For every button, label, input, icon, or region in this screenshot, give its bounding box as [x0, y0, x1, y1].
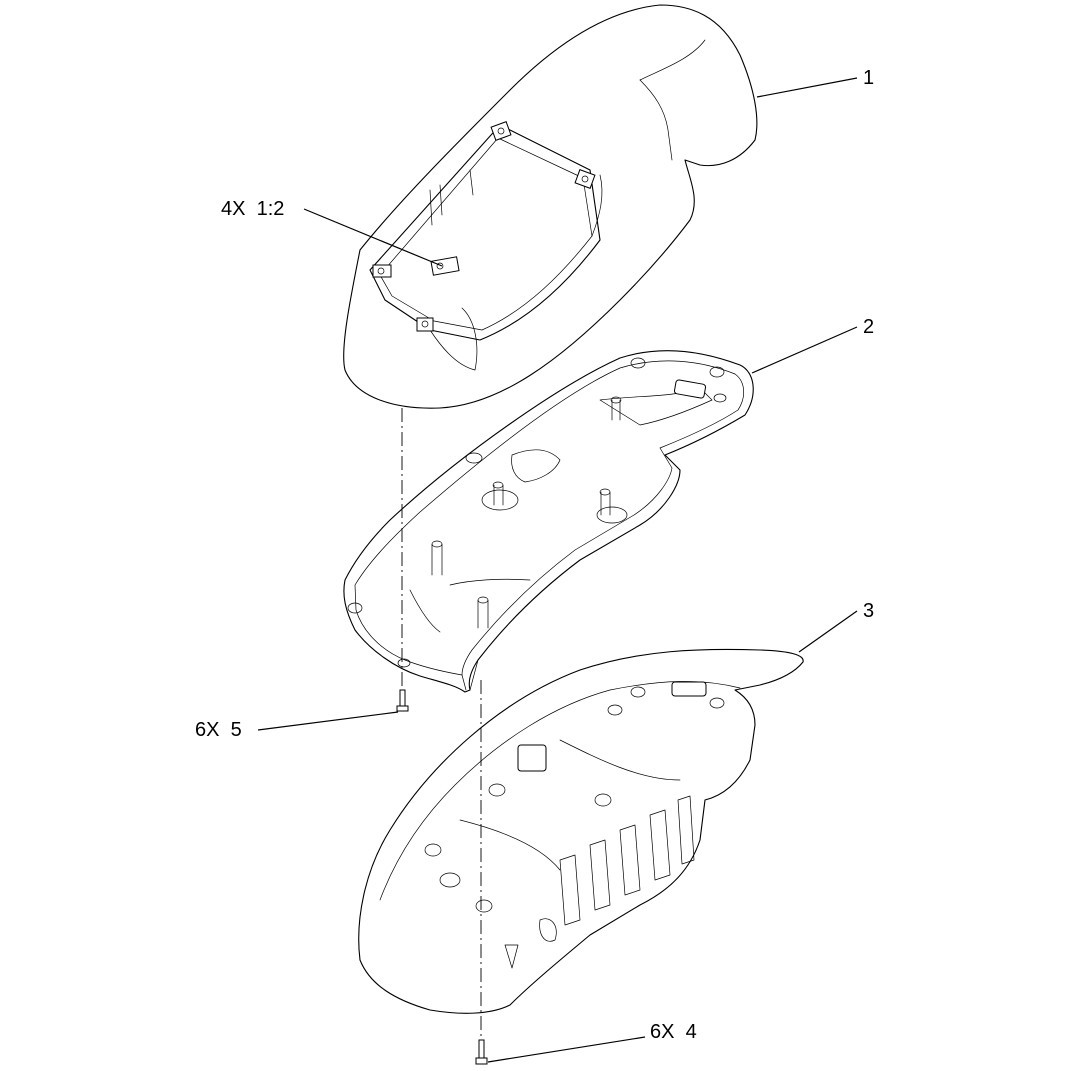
- callout-screw-5: 6X 5: [195, 719, 242, 741]
- callout-part-2: 2: [863, 316, 875, 338]
- screw-5: [396, 689, 409, 712]
- part-2-seat-pan: [343, 349, 754, 693]
- leader-line-screw5: [257, 711, 399, 731]
- callout-part-1: 1: [863, 67, 875, 89]
- leader-line-2: [751, 326, 858, 374]
- leader-line-clip: [303, 208, 443, 267]
- callout-screw-4: 6X 4: [650, 1021, 697, 1043]
- callout-clip: 4X 1:2: [221, 198, 285, 220]
- leader-line-3: [798, 610, 858, 653]
- screw-4: [475, 1039, 488, 1065]
- callout-part-3: 3: [863, 600, 875, 622]
- part-3-base-cover: [358, 648, 804, 1014]
- part-1-seat-cushion: [343, 4, 758, 409]
- leader-line-screw4: [487, 1036, 646, 1063]
- leader-line-1: [756, 77, 858, 98]
